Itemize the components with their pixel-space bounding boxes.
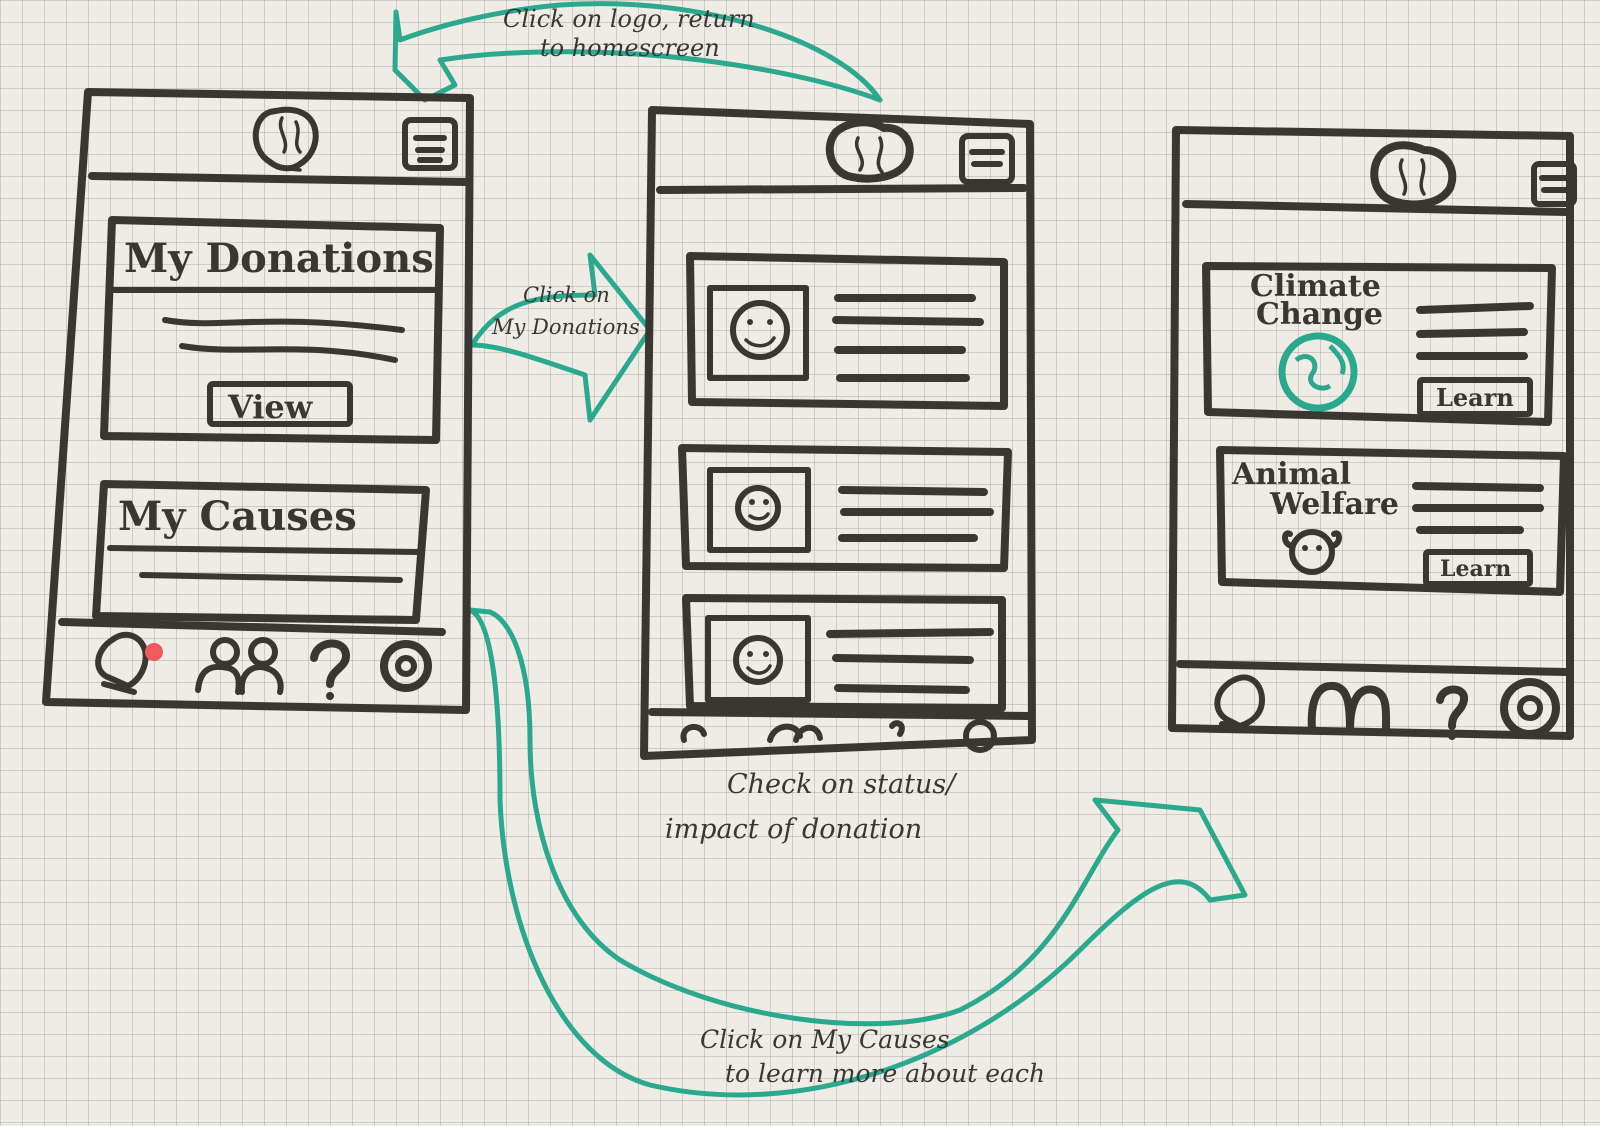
smiley-icon	[735, 485, 781, 531]
my-donations-title: My Donations	[124, 235, 434, 282]
cause-card-climate[interactable]: Climate Change Learn	[1202, 262, 1556, 426]
people-icon[interactable]	[767, 723, 823, 743]
annotation-logo-line1: Click on logo, return	[503, 5, 755, 33]
my-causes-title: My Causes	[118, 493, 357, 540]
bell-icon[interactable]	[680, 723, 707, 743]
donation-text-lines	[832, 294, 984, 382]
people-icon[interactable]	[1307, 681, 1391, 734]
view-button[interactable]: View	[207, 381, 353, 427]
cause-title-line2: Change	[1256, 297, 1383, 332]
donation-avatar-frame	[705, 615, 811, 703]
dog-icon	[1282, 529, 1342, 575]
cause-title-line2: Welfare	[1269, 487, 1399, 522]
home-screen: My Donations View My Causes	[42, 88, 474, 714]
annotation-logo-line2: to homescreen	[540, 34, 720, 62]
learn-button-animal[interactable]: Learn	[1423, 549, 1533, 587]
my-donations-card[interactable]: My Donations View	[100, 216, 444, 444]
settings-icon[interactable]	[1500, 678, 1560, 738]
annotation-donations-line1: Click on	[523, 283, 610, 307]
logo-icon[interactable]	[825, 118, 914, 183]
annotation-causes-line2: to learn more about each	[725, 1059, 1045, 1088]
donation-avatar-frame	[707, 285, 809, 381]
causes-bottom-nav	[1214, 674, 1560, 741]
menu-icon[interactable]	[1531, 161, 1577, 207]
learn-button-climate[interactable]: Learn	[1417, 377, 1533, 417]
smiley-icon	[730, 300, 790, 360]
learn-button-label: Learn	[1436, 383, 1514, 412]
arrow-donations	[469, 252, 653, 423]
annotation-donations: Click on My Donations	[491, 283, 640, 339]
donations-nav-divider	[648, 708, 1034, 720]
donations-bottom-nav	[680, 719, 997, 753]
donations-screen-frame	[640, 106, 1036, 760]
annotation-donations-line2: My Donations	[491, 315, 640, 339]
annotation-logo: Click on logo, return to homescreen	[503, 5, 755, 62]
settings-icon[interactable]	[380, 640, 432, 692]
cause-title-line1: Animal	[1231, 457, 1351, 492]
arrow-causes	[467, 607, 1248, 1098]
cause-card-animal[interactable]: Animal Welfare Learn	[1216, 446, 1568, 596]
donations-screen	[640, 106, 1036, 760]
donations-text-line	[179, 343, 398, 363]
donation-text-lines	[838, 486, 994, 542]
people-icon[interactable]	[195, 637, 284, 695]
annotation-status-line2: impact of donation	[665, 814, 922, 845]
donation-card[interactable]	[682, 594, 1006, 712]
notification-dot	[145, 643, 163, 661]
cause-text-lines	[1412, 482, 1544, 534]
causes-screen-frame	[1168, 126, 1574, 740]
bell-icon[interactable]	[95, 631, 163, 695]
logo-icon[interactable]	[252, 106, 319, 172]
causes-header-divider	[1182, 200, 1570, 216]
annotation-causes: Click on My Causes to learn more about e…	[700, 1025, 1045, 1088]
home-header-divider	[88, 172, 470, 186]
home-nav-divider	[58, 618, 446, 636]
menu-icon[interactable]	[959, 133, 1015, 185]
annotation-status-line1: Check on status/	[727, 769, 958, 800]
logo-icon[interactable]	[1370, 141, 1457, 209]
menu-icon[interactable]	[402, 117, 458, 171]
arrow-logo-to-home	[392, 1, 883, 103]
causes-nav-divider	[1176, 660, 1570, 676]
causes-text-line	[139, 572, 403, 583]
causes-screen: Climate Change Learn Animal Welfare	[1168, 126, 1577, 741]
help-icon[interactable]	[1436, 685, 1468, 741]
help-icon[interactable]	[889, 720, 905, 737]
globe-icon	[1278, 332, 1358, 412]
help-icon[interactable]	[310, 639, 350, 700]
cause-text-lines	[1416, 302, 1534, 360]
donations-header-divider	[656, 184, 1028, 194]
smiley-icon	[733, 635, 783, 685]
annotation-status: Check on status/ impact of donation	[665, 769, 958, 845]
home-screen-frame	[42, 88, 474, 714]
donation-avatar-frame	[707, 467, 811, 553]
home-bottom-nav	[95, 631, 432, 700]
donations-text-line	[162, 317, 405, 333]
cause-title-line1: Climate	[1250, 269, 1381, 304]
view-button-label: View	[227, 388, 314, 426]
donation-card[interactable]	[678, 444, 1012, 572]
annotation-causes-line1: Click on My Causes	[700, 1025, 950, 1054]
learn-button-label: Learn	[1440, 556, 1511, 582]
settings-icon[interactable]	[963, 719, 997, 753]
my-causes-card[interactable]: My Causes	[92, 480, 430, 624]
bell-icon[interactable]	[1214, 674, 1265, 733]
donation-text-lines	[826, 628, 994, 694]
donation-card[interactable]	[686, 252, 1008, 410]
